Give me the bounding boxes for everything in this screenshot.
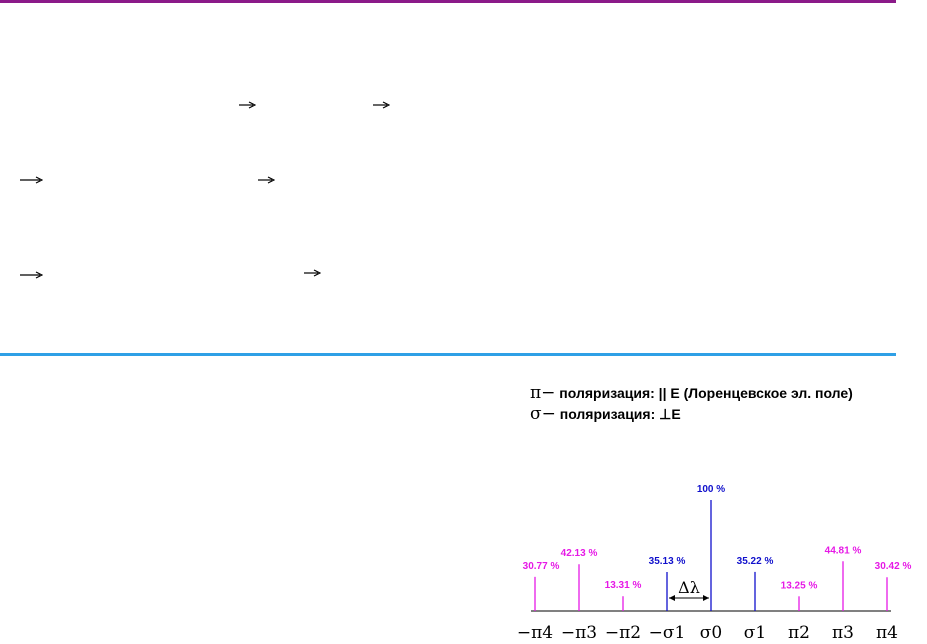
vector-arrow-icon bbox=[257, 175, 275, 185]
delta-left-arrowhead-icon bbox=[669, 595, 675, 601]
value-label-7: 44.81 % bbox=[825, 545, 862, 556]
pi-legend-text: поляризация: || E (Лоренцевское эл. поле… bbox=[555, 385, 853, 401]
value-label-6: 13.25 % bbox=[781, 580, 818, 591]
pi-symbol: π− bbox=[530, 383, 556, 403]
category-label-8: π4 bbox=[876, 623, 898, 643]
vector-arrow-icon bbox=[303, 268, 321, 278]
value-label-0: 30.77 % bbox=[523, 561, 560, 572]
category-label-1: −π3 bbox=[561, 623, 597, 643]
legend-pi-polarization: π− поляризация: || E (Лоренцевское эл. п… bbox=[530, 383, 853, 403]
value-label-5: 35.22 % bbox=[737, 556, 774, 567]
value-label-3: 35.13 % bbox=[649, 556, 686, 567]
category-label-3: −σ1 bbox=[649, 623, 686, 643]
value-label-2: 13.31 % bbox=[605, 580, 642, 591]
category-label-4: σ0 bbox=[700, 623, 722, 643]
top-divider bbox=[0, 0, 896, 3]
category-label-7: π3 bbox=[832, 623, 854, 643]
category-label-6: π2 bbox=[788, 623, 810, 643]
delta-lambda-label: Δλ bbox=[678, 578, 700, 597]
vector-arrow-icon bbox=[238, 100, 256, 110]
vector-arrow-icon bbox=[19, 270, 43, 280]
sigma-symbol: σ− bbox=[530, 404, 556, 424]
delta-right-arrowhead-icon bbox=[703, 595, 709, 601]
value-label-4: 100 % bbox=[697, 484, 725, 495]
sigma-legend-text: поляризация: ⊥E bbox=[555, 406, 681, 422]
legend-sigma-polarization: σ− поляризация: ⊥E bbox=[530, 404, 681, 424]
middle-divider bbox=[0, 353, 896, 356]
value-label-8: 30.42 % bbox=[875, 561, 912, 572]
category-label-0: −π4 bbox=[517, 623, 553, 643]
vector-arrow-icon bbox=[372, 100, 390, 110]
vector-arrow-icon bbox=[19, 175, 43, 185]
value-label-1: 42.13 % bbox=[561, 548, 598, 559]
category-label-5: σ1 bbox=[744, 623, 766, 643]
category-label-2: −π2 bbox=[605, 623, 641, 643]
